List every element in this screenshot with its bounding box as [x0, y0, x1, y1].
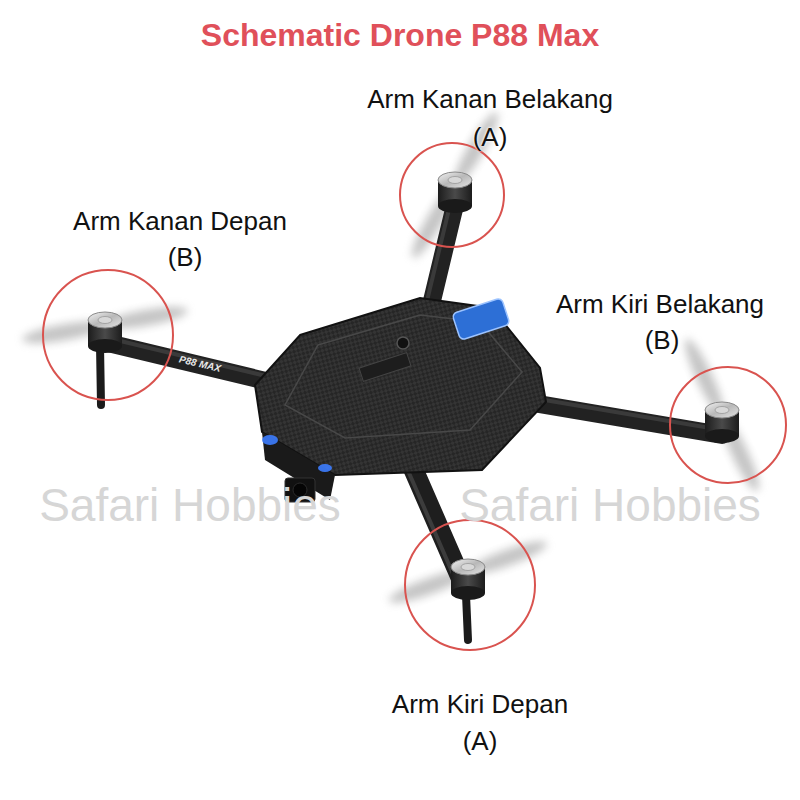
arm-code: (A) — [473, 123, 508, 153]
arm-label: Arm Kanan Depan — [73, 207, 287, 237]
arm-label: Arm Kiri Depan — [392, 690, 568, 720]
watermark: Safari Hobbies — [459, 479, 761, 532]
arm-code: (B) — [168, 243, 203, 273]
watermark: Safari Hobbies — [39, 479, 341, 532]
title: Schematic Drone P88 Max — [201, 17, 599, 54]
arm-label: Arm Kiri Belakang — [556, 290, 764, 320]
arm-label: Arm Kanan Belakang — [367, 85, 613, 115]
arm-code: (B) — [645, 326, 680, 356]
arm-code: (A) — [463, 727, 498, 757]
